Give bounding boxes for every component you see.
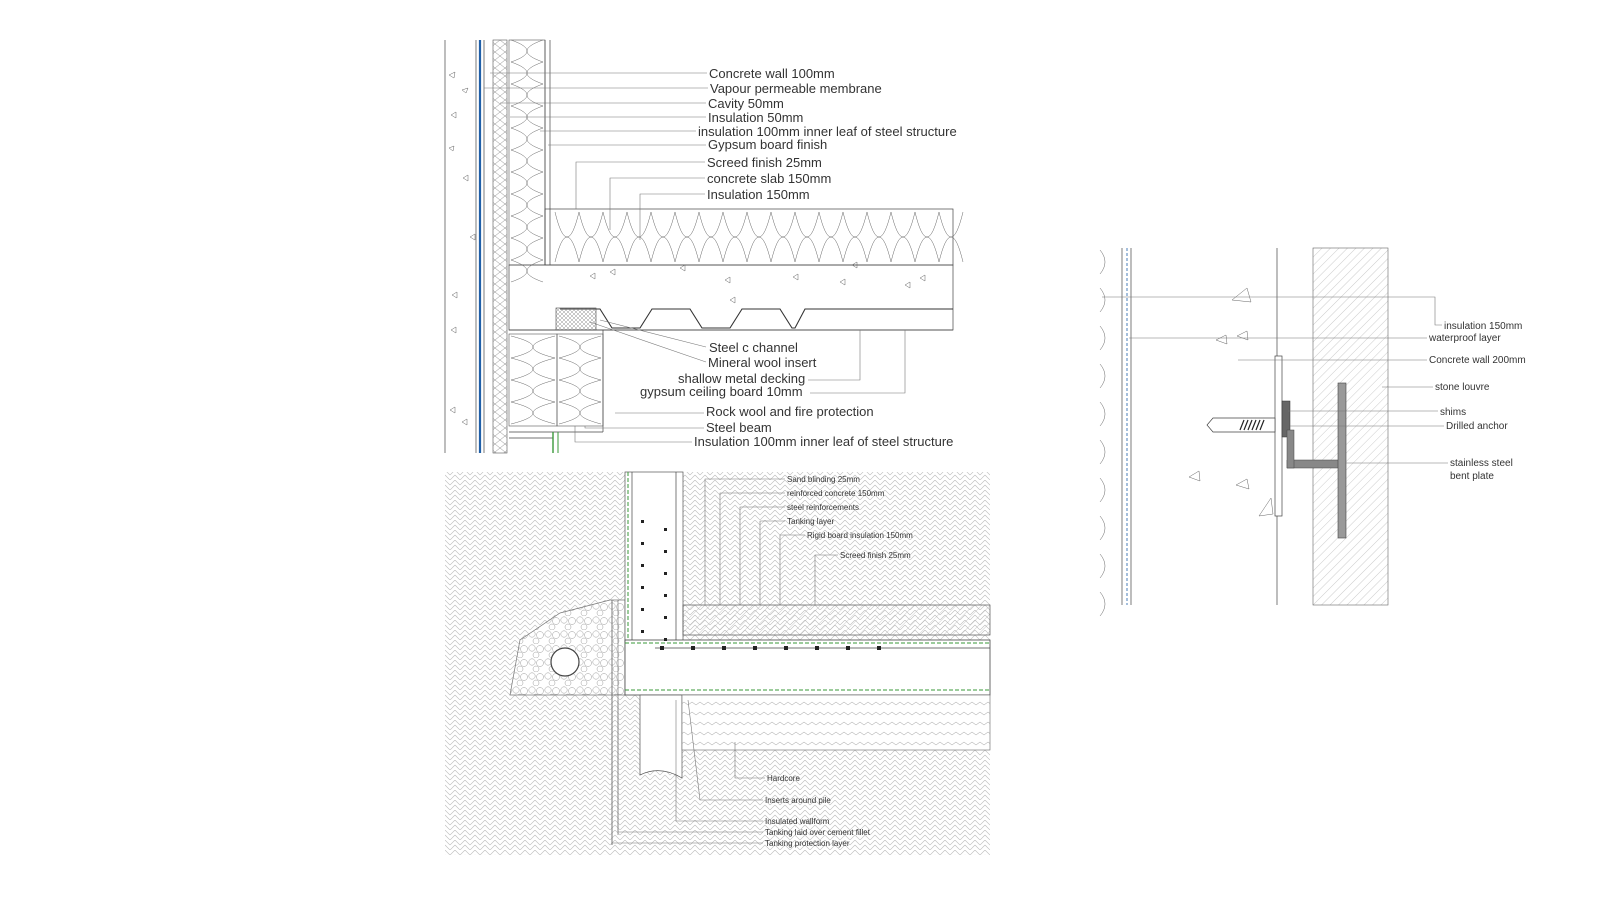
- label-drilled-anchor: Drilled anchor: [1446, 421, 1508, 432]
- label-vapour-membrane: Vapour permeable membrane: [710, 81, 882, 96]
- foundation-leaders: [611, 478, 838, 844]
- label-reinforced-concrete: reinforced concrete 150mm: [787, 489, 885, 498]
- label-gypsum-ceiling: gypsum ceiling board 10mm: [640, 384, 803, 399]
- label-insulation-50: Insulation 50mm: [708, 110, 803, 125]
- label-gypsum-board-finish: Gypsum board finish: [708, 137, 827, 152]
- label-rigid-board: Rigid board insulation 150mm: [807, 531, 913, 540]
- label-steel-beam: Steel beam: [706, 420, 772, 435]
- foundation-labels: Sand blinding 25mm reinforced concrete 1…: [765, 475, 913, 848]
- label-inserts-around-pile: Inserts around pile: [765, 796, 831, 805]
- label-shims: shims: [1440, 407, 1466, 418]
- label-stone-louvre: stone louvre: [1435, 382, 1490, 393]
- label-concrete-wall: Concrete wall 100mm: [709, 66, 835, 81]
- label-rock-wool: Rock wool and fire protection: [706, 404, 874, 419]
- label-insulation-150-louvre: insulation 150mm: [1444, 321, 1522, 332]
- label-hardcore: Hardcore: [767, 774, 800, 783]
- label-mineral-wool: Mineral wool insert: [708, 355, 817, 370]
- label-sand-blinding: Sand blinding 25mm: [787, 475, 860, 484]
- louvre-labels: insulation 150mm waterproof layer Concre…: [1428, 321, 1526, 482]
- label-steel-c-channel: Steel c channel: [709, 340, 798, 355]
- label-screed-finish: Screed finish 25mm: [707, 155, 822, 170]
- louvre-detail: [1099, 247, 1389, 617]
- label-metal-decking: shallow metal decking: [678, 371, 805, 386]
- label-bent-plate: bent plate: [1450, 471, 1494, 482]
- label-insulated-wallform: Insulated wallform: [765, 817, 830, 826]
- wall-slab-detail: [444, 39, 964, 454]
- label-cavity: Cavity 50mm: [708, 96, 784, 111]
- label-waterproof-layer: waterproof layer: [1428, 333, 1501, 344]
- label-screed-finish-foundation: Screed finish 25mm: [840, 551, 911, 560]
- wall-slab-leaders: [484, 72, 906, 443]
- label-steel-reinforcements: steel reinforcements: [787, 503, 859, 512]
- label-insulation-100-inner: insulation 100mm inner leaf of steel str…: [698, 124, 957, 139]
- label-tanking-layer: Tanking layer: [787, 517, 834, 526]
- label-insulation-150: Insulation 150mm: [707, 187, 810, 202]
- label-concrete-wall-200: Concrete wall 200mm: [1429, 355, 1526, 366]
- foundation-detail: [445, 471, 991, 855]
- label-insulation-100-lower: Insulation 100mm inner leaf of steel str…: [694, 434, 953, 449]
- label-stainless-steel: stainless steel: [1450, 458, 1513, 469]
- label-concrete-slab: concrete slab 150mm: [707, 171, 831, 186]
- louvre-leaders: [1102, 296, 1448, 464]
- label-tanking-protection: Tanking protection layer: [765, 839, 850, 848]
- label-tanking-fillet: Tanking laid over cement fillet: [765, 828, 871, 837]
- wall-slab-labels: Concrete wall 100mm Vapour permeable mem…: [640, 66, 957, 449]
